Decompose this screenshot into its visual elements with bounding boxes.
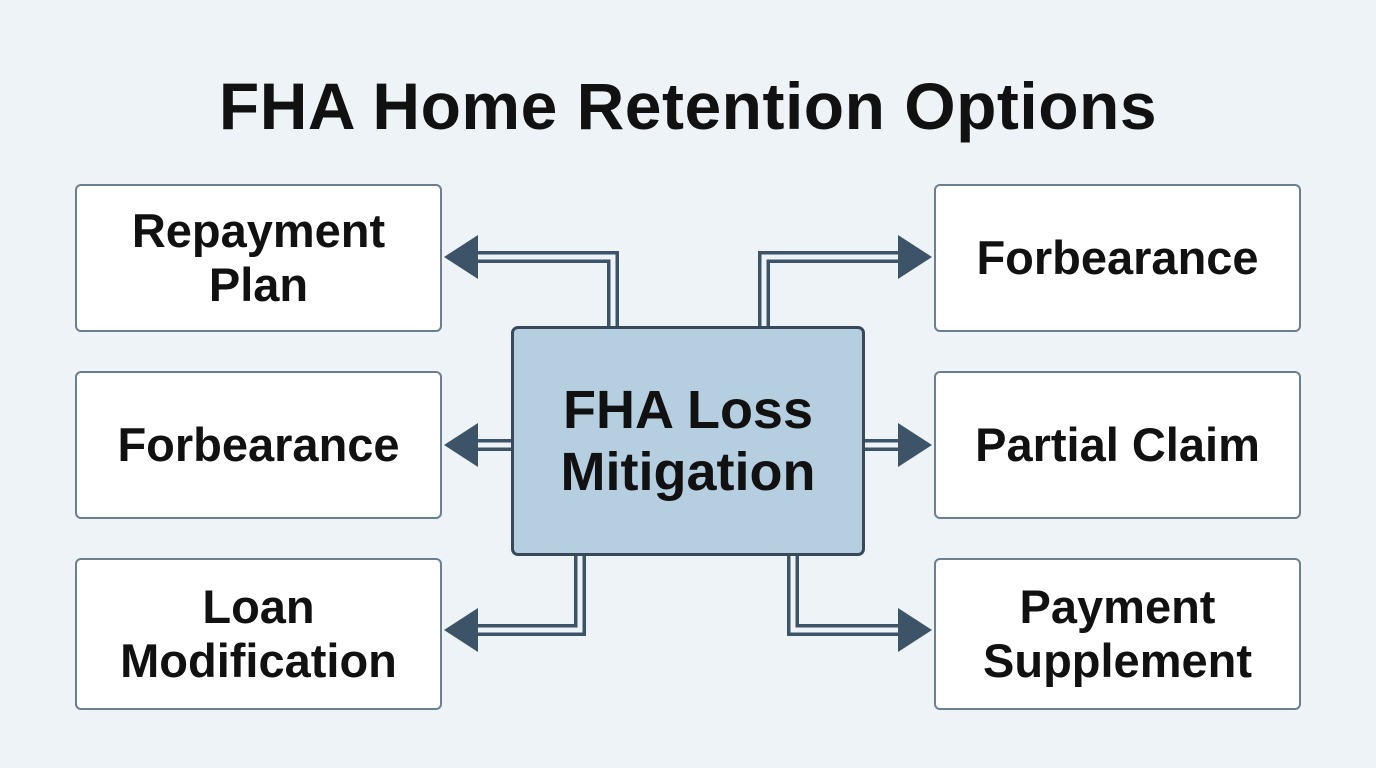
connector-right-top (758, 235, 932, 326)
center-node-label: FHA Loss Mitigation (560, 380, 816, 502)
connector-left-middle (444, 423, 511, 467)
arrowhead-left-middle (444, 423, 478, 467)
connector-left-bottom (444, 556, 586, 652)
arrowhead-left-bottom (444, 608, 478, 652)
arrowhead-right-bottom (898, 608, 932, 652)
arrowhead-right-top (898, 235, 932, 279)
connector-right-middle (865, 423, 932, 467)
option-partial-claim: Partial Claim (934, 371, 1301, 519)
arrowhead-left-top (444, 235, 478, 279)
option-repayment-plan: Repayment Plan (75, 184, 442, 332)
option-label: Repayment Plan (131, 204, 386, 311)
connector-right-bottom (787, 556, 932, 652)
option-label: Partial Claim (975, 418, 1260, 471)
option-forbearance-left: Forbearance (75, 371, 442, 519)
connector-left-top (444, 235, 619, 326)
center-node-loss-mitigation: FHA Loss Mitigation (511, 326, 865, 556)
option-label: Loan Modification (120, 580, 397, 687)
option-loan-modification: Loan Modification (75, 558, 442, 710)
option-label: Forbearance (117, 418, 400, 471)
option-payment-supplement: Payment Supplement (934, 558, 1301, 710)
option-label: Payment Supplement (983, 580, 1252, 687)
diagram-title: FHA Home Retention Options (218, 69, 1158, 143)
arrowhead-right-middle (898, 423, 932, 467)
option-label: Forbearance (976, 231, 1259, 284)
option-forbearance-right: Forbearance (934, 184, 1301, 332)
